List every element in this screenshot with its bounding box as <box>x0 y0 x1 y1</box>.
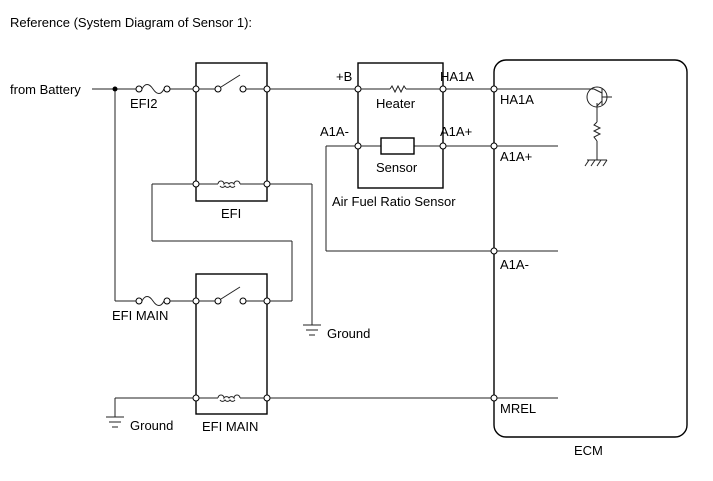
air-fuel-ratio-sensor <box>354 62 447 189</box>
ecm-a1a-plus-label: A1A+ <box>500 149 532 164</box>
efi-main-relay-label: EFI MAIN <box>202 419 258 434</box>
ecm-label: ECM <box>574 443 603 458</box>
plus-b-terminal-label: +B <box>336 69 352 84</box>
ground-icon-1 <box>303 324 321 336</box>
ground-label-1: Ground <box>327 326 370 341</box>
ground-label-2: Ground <box>130 418 173 433</box>
battery-junction-dot <box>112 86 118 92</box>
efi-relay-label: EFI <box>221 206 241 221</box>
efi-main-fuse-label: EFI MAIN <box>112 308 168 323</box>
fuse-efi2 <box>135 84 171 94</box>
heater-resistor-icon <box>389 84 407 94</box>
ha1a-sensor-terminal-label: HA1A <box>440 69 474 84</box>
efi-relay <box>192 62 271 202</box>
efi2-fuse-label: EFI2 <box>130 96 157 111</box>
diagram-title: Reference (System Diagram of Sensor 1): <box>10 15 252 30</box>
ecm <box>490 59 688 438</box>
sensor-label: Sensor <box>376 160 418 175</box>
ecm-resistor-icon <box>592 121 602 142</box>
a1a-plus-sensor-terminal-label: A1A+ <box>440 124 472 139</box>
efi-main-relay <box>192 273 271 415</box>
ecm-ha1a-label: HA1A <box>500 92 534 107</box>
air-fuel-ratio-sensor-caption: Air Fuel Ratio Sensor <box>332 194 456 209</box>
ground-icon-2 <box>106 416 124 428</box>
heater-label: Heater <box>376 96 416 111</box>
ecm-ground-icon <box>584 159 608 167</box>
a1a-minus-sensor-terminal-label: A1A- <box>320 124 349 139</box>
sensor-element-icon <box>380 137 415 155</box>
from-battery-label: from Battery <box>10 82 81 97</box>
ecm-mrel-label: MREL <box>500 401 536 416</box>
wiring <box>92 88 598 417</box>
transistor-icon <box>586 86 612 108</box>
fuse-efi-main <box>135 296 171 306</box>
ecm-a1a-minus-label: A1A- <box>500 257 529 272</box>
